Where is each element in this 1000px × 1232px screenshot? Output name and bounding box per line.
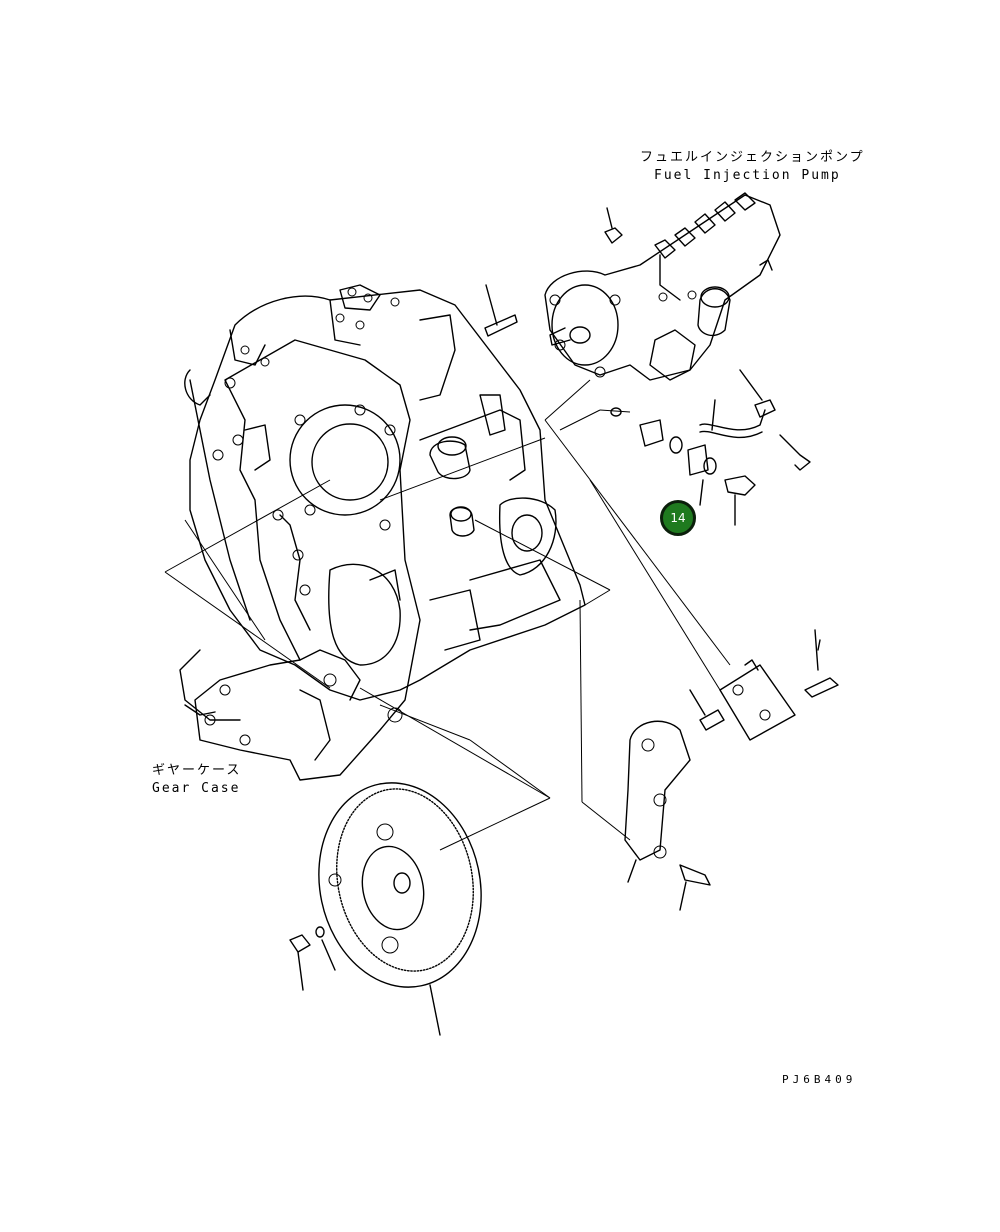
- pump-bracket: [624, 629, 839, 911]
- fuel-injection-pump: [544, 192, 781, 381]
- fuel-injection-pump-label-jp: フュエルインジェクションポンプ: [640, 150, 865, 165]
- drawing-code: PJ6B409: [782, 1073, 857, 1086]
- drive-gear: [289, 782, 482, 1036]
- fuel-injection-pump-label-en: Fuel Injection Pump: [654, 168, 841, 183]
- part-callout-14[interactable]: 14: [660, 500, 696, 536]
- pump-fittings: [484, 207, 811, 526]
- assembly-lines: [164, 379, 731, 851]
- gear-case-label-jp: ギヤーケース: [152, 763, 242, 778]
- callout-number: 14: [670, 511, 686, 525]
- gear-case-label-en: Gear Case: [152, 781, 241, 796]
- engine-block: [184, 284, 586, 701]
- gear-case: [179, 339, 421, 781]
